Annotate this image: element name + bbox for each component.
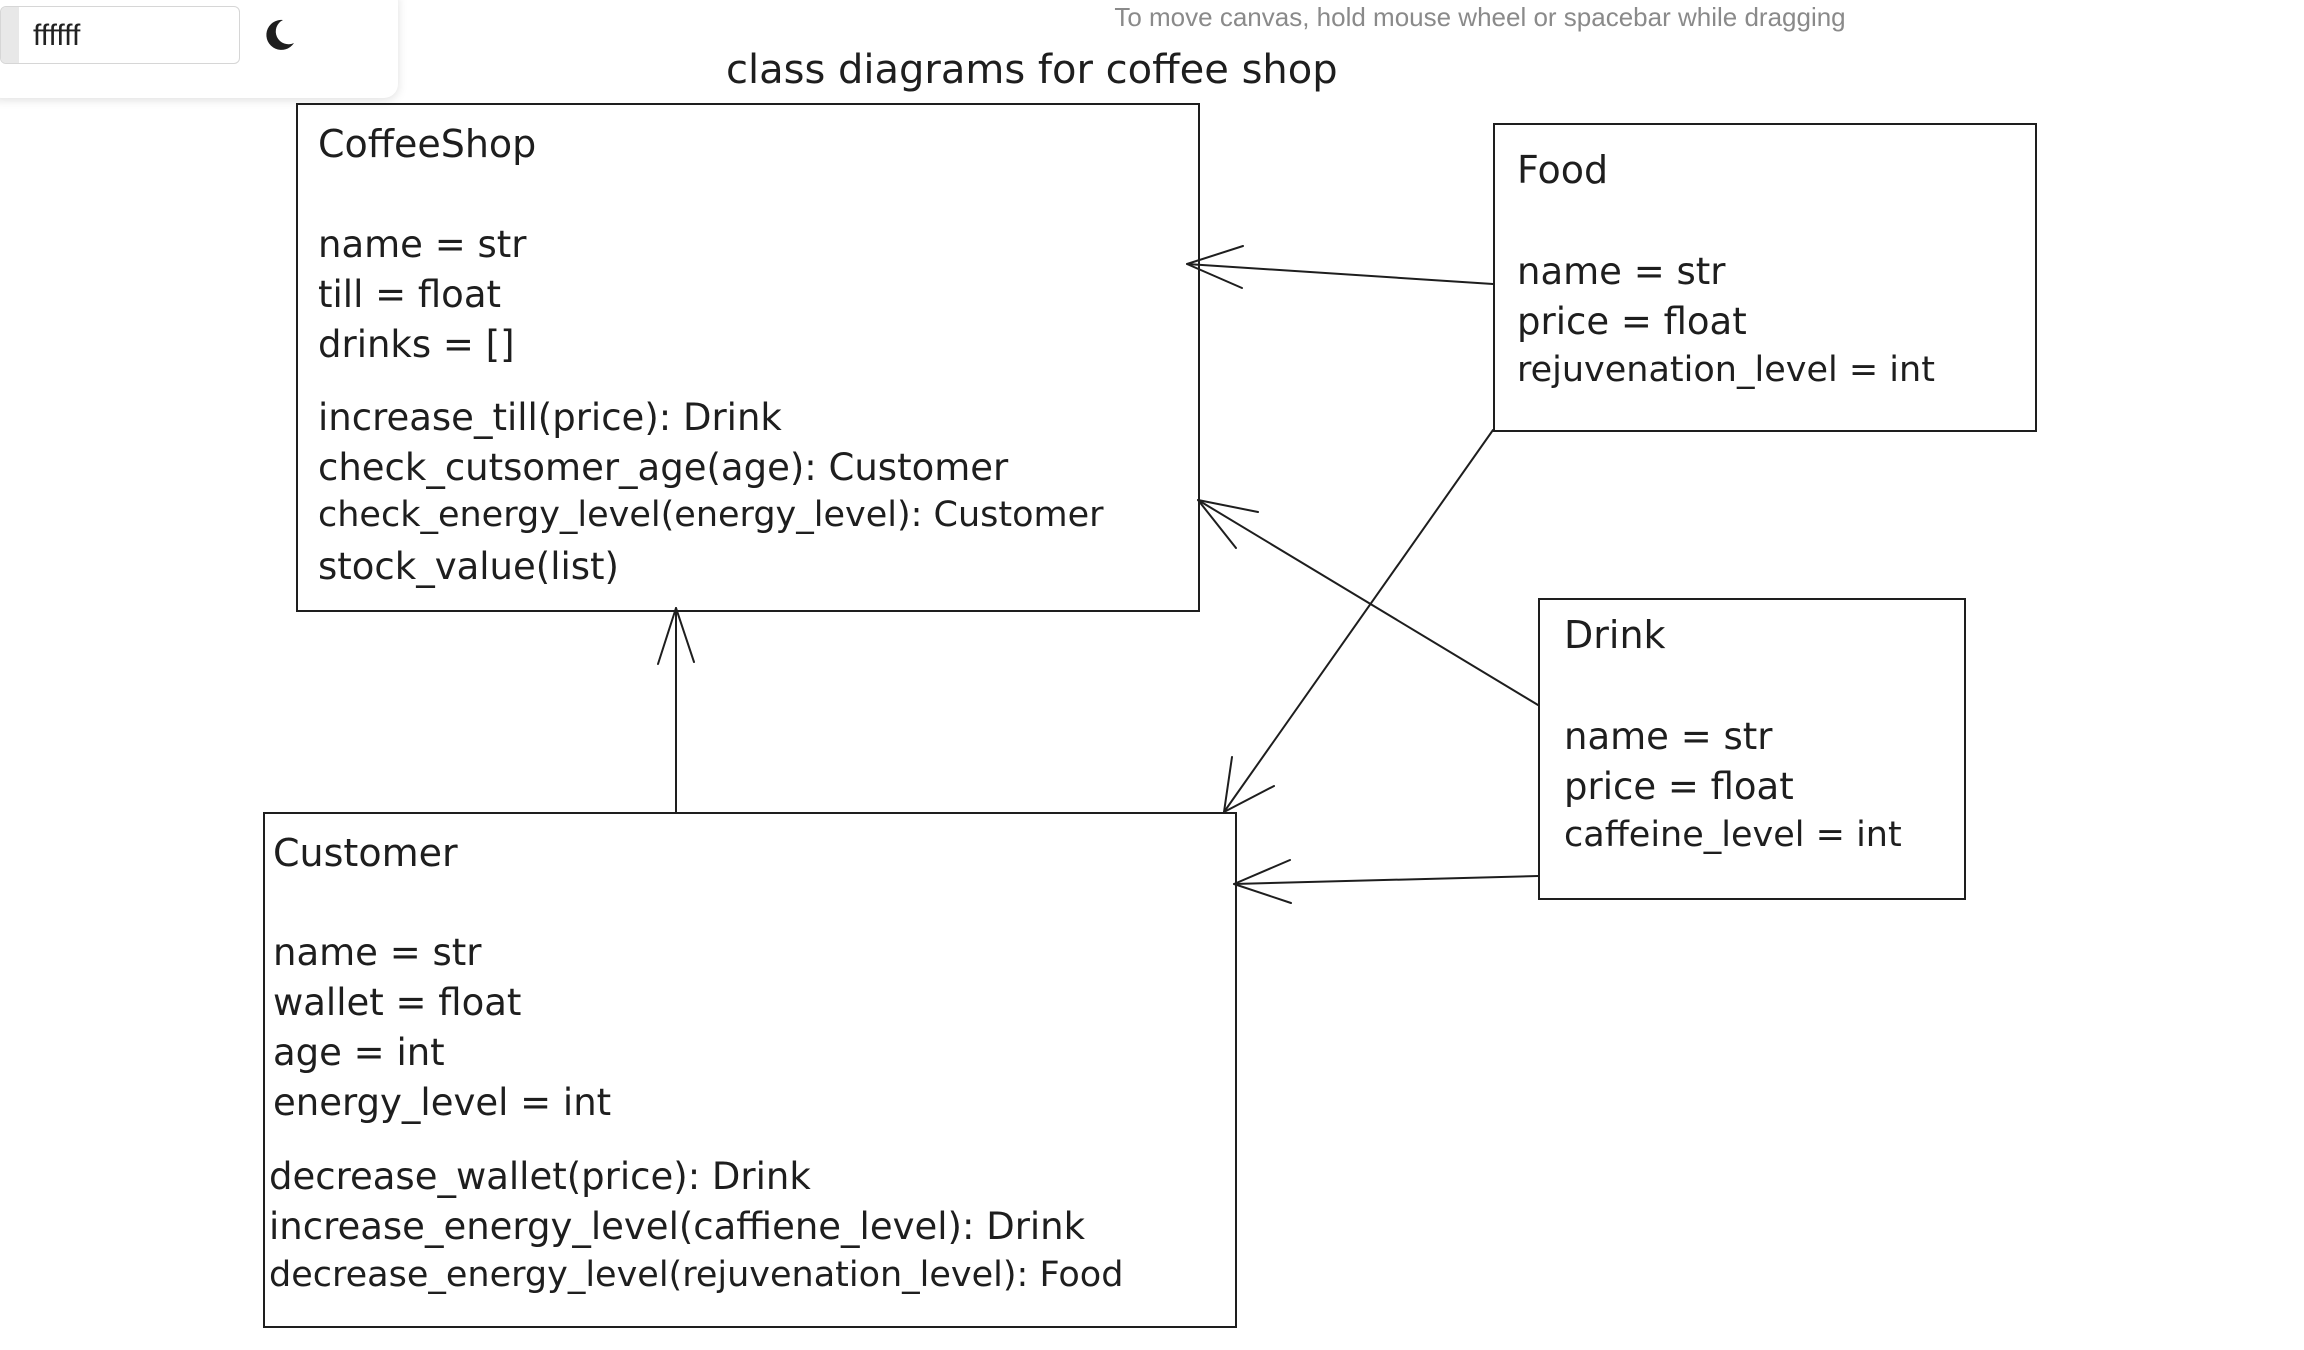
class-name: Customer [273,831,458,875]
class-attribute: price = float [1564,765,1794,808]
class-method: check_cutsomer_age(age): Customer [318,446,1009,489]
arrow-customer-to-coffeeshop[interactable] [657,607,695,813]
background-color-input[interactable]: ffffff [0,6,240,64]
class-attribute: age = int [273,1031,445,1074]
class-method: decrease_energy_level(rejuvenation_level… [269,1255,1124,1295]
toolbar-panel: ffffff [0,0,398,98]
class-attribute: name = str [318,223,527,266]
diagram-title[interactable]: class diagrams for coffee shop [726,47,1338,93]
arrow-drink-to-coffeeshop[interactable] [1197,499,1539,706]
color-value: ffffff [33,19,81,52]
arrow-food-to-coffeeshop[interactable] [1186,245,1494,289]
class-method: stock_value(list) [318,545,619,588]
class-attribute: rejuvenation_level = int [1517,350,1935,390]
class-method: decrease_wallet(price): Drink [269,1155,811,1198]
class-box-drink[interactable]: Drink name = str price = float caffeine_… [1538,598,1966,900]
class-name: Food [1517,148,1609,192]
class-name: Drink [1564,613,1666,657]
class-attribute: drinks = [] [318,323,515,366]
moon-icon [266,19,294,50]
dark-mode-toggle[interactable] [256,12,302,58]
class-attribute: name = str [1517,250,1726,293]
class-method: increase_till(price): Drink [318,396,782,439]
class-name: CoffeeShop [318,122,537,166]
arrow-drink-to-customer[interactable] [1233,859,1539,904]
class-attribute: name = str [1564,715,1773,758]
class-method: check_energy_level(energy_level): Custom… [318,495,1104,535]
class-attribute: price = float [1517,300,1747,343]
arrow-food-to-customer[interactable] [1223,429,1494,813]
class-attribute: till = float [318,273,501,316]
class-attribute: name = str [273,931,482,974]
class-attribute: energy_level = int [273,1081,612,1124]
class-attribute: caffeine_level = int [1564,815,1902,855]
class-attribute: wallet = float [273,981,522,1024]
class-box-coffeeshop[interactable]: CoffeeShop name = str till = float drink… [296,103,1200,612]
class-method: increase_energy_level(caffiene_level): D… [269,1205,1086,1248]
canvas-hint: To move canvas, hold mouse wheel or spac… [1114,2,1846,32]
color-swatch[interactable] [1,7,19,63]
class-box-customer[interactable]: Customer name = str wallet = float age =… [263,812,1237,1328]
class-box-food[interactable]: Food name = str price = float rejuvenati… [1493,123,2037,432]
